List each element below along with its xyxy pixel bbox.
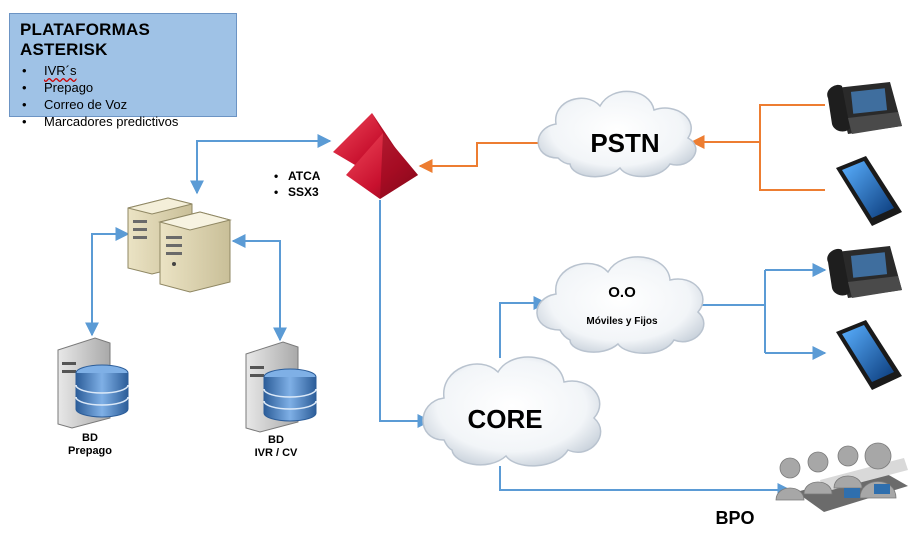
platform-item: Prepago — [18, 79, 228, 96]
switch-feature-item: SSX3 — [272, 184, 320, 200]
bd-prepago-label: BD Prepago — [50, 432, 130, 458]
server-bd-ivr-link — [231, 234, 287, 342]
cloud-icon — [422, 356, 602, 467]
switch-core-link — [379, 200, 432, 428]
platform-item: Correo de Voz — [18, 96, 228, 113]
cloud-icon — [536, 256, 705, 354]
oo-label: O.O — [608, 284, 636, 301]
core-oo-link — [499, 296, 548, 358]
platform-item: Marcadores predictivos — [18, 113, 228, 130]
server-bd-prepago-link — [85, 227, 130, 337]
switch-feature-list: ATCA SSX3 — [272, 168, 320, 200]
info-box-title: PLATAFORMAS ASTERISK — [20, 20, 150, 59]
bpo-label: BPO — [715, 508, 755, 528]
connections — [85, 104, 827, 497]
desk-phone-icon — [827, 246, 902, 298]
bd-ivr-label: BD IVR / CV — [236, 434, 316, 460]
oo-subtitle: Móviles y Fijos — [586, 316, 658, 327]
bd-prepago-line2: Prepago — [67, 445, 112, 457]
pstn-label: PSTN — [590, 128, 660, 158]
platform-item: IVR´s — [18, 62, 228, 79]
smartphone-icon — [836, 320, 902, 390]
red-switch-icon — [333, 113, 418, 199]
smartphone-icon — [836, 156, 902, 226]
desk-phone-icon — [827, 82, 902, 134]
switch-server-link — [190, 134, 332, 195]
server-pair-icon — [127, 197, 232, 293]
cloud-icon — [537, 90, 697, 178]
deskphone-pstn-link — [759, 104, 825, 191]
call-center-agents-icon — [775, 442, 908, 512]
database-server-icon — [57, 337, 129, 429]
database-server-icon — [245, 341, 317, 433]
platform-list: IVR´s Prepago Correo de Voz Marcadores p… — [18, 62, 228, 130]
switch-feature-item: ATCA — [272, 168, 320, 184]
bd-prepago-line1: BD — [82, 432, 98, 444]
bd-ivr-line1: BD — [268, 434, 284, 446]
core-label: CORE — [467, 404, 543, 434]
pstn-switch-link — [418, 142, 547, 173]
bd-ivr-line2: IVR / CV — [254, 447, 298, 459]
core-bpo-link — [499, 466, 792, 497]
platforms-info-box: PLATAFORMAS ASTERISK IVR´s Prepago Corre… — [9, 13, 237, 130]
